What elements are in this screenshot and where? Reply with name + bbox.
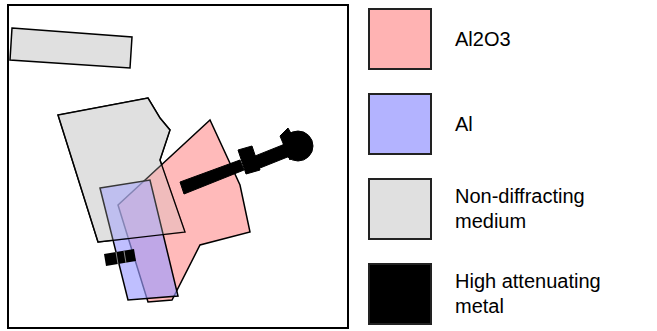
probe-shaft (180, 160, 244, 194)
legend-text: Al2O3 (455, 27, 650, 52)
legend-swatch (368, 263, 432, 325)
metal-probe (180, 128, 313, 194)
legend-text: Non-diffracting medium (455, 184, 650, 234)
legend-swatch (368, 93, 432, 155)
legend-swatch (368, 8, 432, 70)
legend-text: Al (455, 112, 650, 137)
metal-piece-detail (124, 251, 126, 263)
medium-bar (10, 28, 132, 68)
probe-knob-base (280, 128, 298, 160)
metal-piece-detail (116, 252, 118, 264)
frame (8, 5, 348, 328)
medium-outline (58, 98, 185, 242)
legend-text: High attenuating metal (455, 269, 650, 319)
legend-swatch (368, 178, 432, 240)
metal-piece (104, 249, 136, 266)
